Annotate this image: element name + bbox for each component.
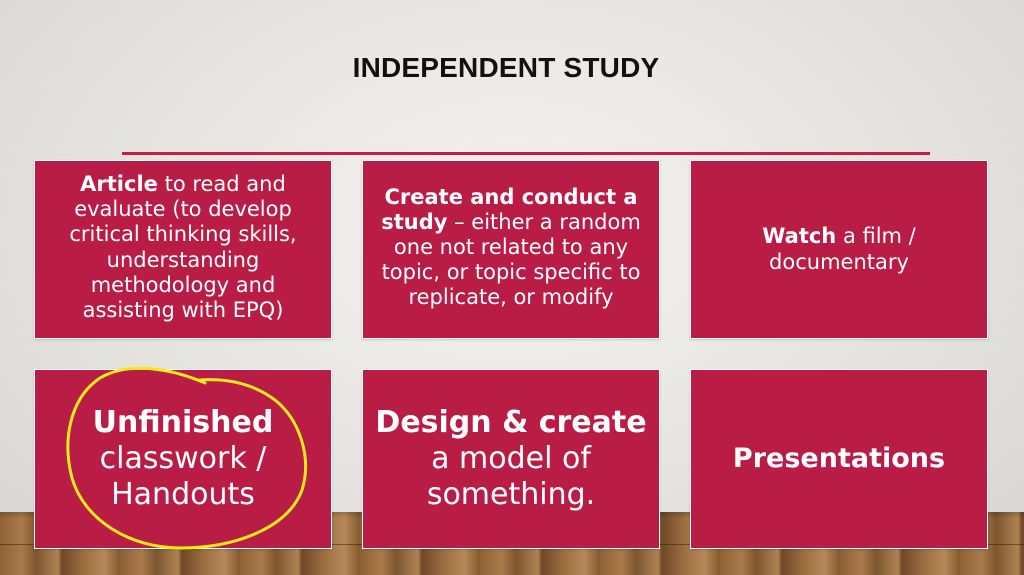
card-create-study: Create and conduct a study – either a ra…	[362, 160, 660, 339]
card-presentations-bold: Presentations	[732, 443, 946, 474]
card-unfinished: Unfinished classwork / Handouts	[34, 369, 332, 549]
card-unfinished-text: classwork / Handouts	[99, 441, 267, 512]
card-create-study-text: – either a random one not related to any…	[381, 209, 641, 310]
card-design-bold: Design & create	[375, 405, 647, 440]
card-presentations: Presentations	[690, 369, 988, 549]
card-article-bold: Article	[80, 171, 158, 196]
card-article: Article to read and evaluate (to develop…	[34, 160, 332, 339]
slide-title: INDEPENDENT STUDY	[352, 52, 660, 83]
card-watch-text: a film / documentary	[769, 224, 916, 274]
card-watch: Watch a film / documentary	[690, 160, 988, 339]
card-article-text: to read and evaluate (to develop critica…	[69, 171, 297, 322]
card-design-text: a model of something.	[426, 441, 596, 512]
card-watch-bold: Watch	[762, 224, 837, 249]
card-design: Design & create a model of something.	[362, 369, 660, 549]
title-underline	[122, 152, 930, 155]
card-create-study-bold: Create and conduct a study	[381, 184, 638, 234]
card-unfinished-bold: Unfinished	[92, 405, 274, 440]
